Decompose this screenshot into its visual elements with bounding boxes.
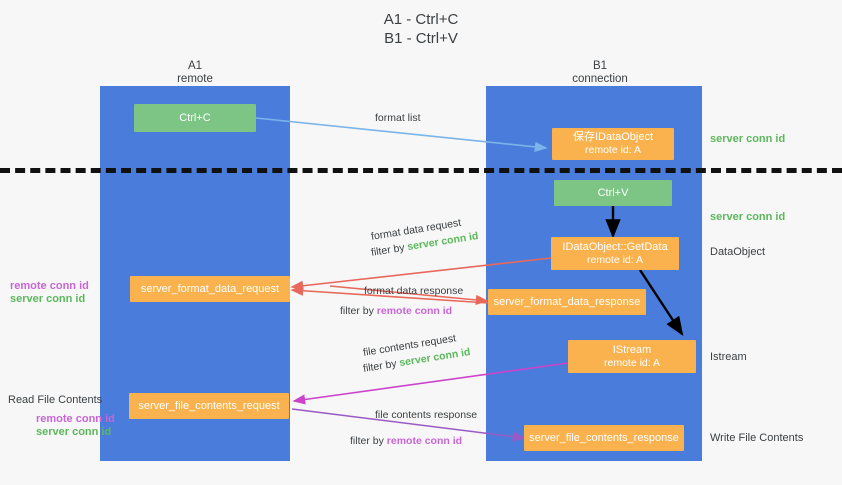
edge-label-file-contents-response-text: file contents response	[375, 409, 478, 421]
node-save-idataobject-line2: remote id: A	[584, 144, 642, 156]
column-header-right-name: B1	[592, 60, 608, 72]
column-header-right-role: connection	[572, 73, 628, 85]
edge-label-format-list: format list	[375, 111, 421, 125]
side-label-server-conn-id-lower: server conn id	[36, 426, 112, 438]
node-ctrl-c-label: Ctrl+C	[179, 111, 211, 124]
node-ctrl-c[interactable]: Ctrl+C	[134, 104, 256, 132]
node-server-file-contents-response-label: server_file_contents_response	[529, 431, 679, 444]
phase-divider	[0, 168, 842, 173]
node-server-file-contents-request[interactable]: server_file_contents_request	[129, 393, 289, 419]
node-idataobject-getdata-line2: remote id: A	[586, 253, 644, 266]
filter-key-remote-conn-id: remote conn id	[376, 305, 453, 317]
side-label-server-conn-id-upper: server conn id	[10, 293, 86, 305]
node-idataobject-getdata-line1: IDataObject::GetData	[562, 240, 668, 253]
node-ctrl-v-label: Ctrl+V	[597, 186, 629, 199]
node-istream-line1: IStream	[612, 343, 652, 356]
node-ctrl-v[interactable]: Ctrl+V	[554, 180, 672, 206]
node-save-idataobject-line1: 保存IDataObject	[572, 131, 654, 143]
column-header-left: A1 remote	[145, 60, 245, 86]
filter-prefix: filter by	[340, 305, 377, 317]
side-label-remote-conn-id-lower: remote conn id	[36, 413, 115, 425]
node-server-file-contents-response[interactable]: server_file_contents_response	[524, 425, 684, 451]
column-header-right: B1 connection	[545, 60, 655, 86]
filter-prefix: filter by	[370, 241, 409, 259]
filter-key-remote-conn-id: remote conn id	[386, 435, 463, 447]
node-idataobject-getdata[interactable]: IDataObject::GetData remote id: A	[551, 237, 679, 270]
diagram-title: A1 - Ctrl+C B1 - Ctrl+V	[383, 11, 459, 47]
column-header-left-name: A1	[187, 60, 203, 72]
side-label-write-file-contents: Write File Contents	[710, 432, 804, 444]
node-istream[interactable]: IStream remote id: A	[568, 340, 696, 373]
edge-label-file-contents-response-filter: filter by remote conn id	[350, 434, 462, 448]
side-label-remote-conn-id-upper: remote conn id	[10, 280, 89, 292]
side-label-read-file-contents: Read File Contents	[8, 394, 103, 406]
column-header-left-role: remote	[177, 73, 213, 85]
node-server-format-data-response[interactable]: server_format_data_response	[488, 289, 646, 315]
edge-label-format-data-response-filter: filter by remote conn id	[340, 304, 452, 318]
side-label-istream: Istream	[710, 351, 747, 363]
side-label-server-conn-id-mid: server conn id	[710, 211, 786, 223]
node-istream-line2: remote id: A	[603, 356, 661, 369]
side-label-server-conn-id-top: server conn id	[710, 133, 786, 145]
node-server-format-data-request[interactable]: server_format_data_request	[130, 276, 290, 302]
node-save-idataobject[interactable]: 保存IDataObject remote id: A	[552, 128, 674, 160]
edge-label-format-data-response-text: format data response	[364, 285, 464, 297]
node-server-format-data-response-label: server_format_data_response	[493, 295, 641, 308]
edge-label-file-contents-response: file contents response	[375, 408, 477, 422]
node-server-file-contents-request-label: server_file_contents_request	[138, 399, 280, 412]
node-server-format-data-request-label: server_format_data_request	[140, 282, 280, 295]
filter-prefix: filter by	[350, 435, 387, 447]
filter-prefix: filter by	[362, 357, 401, 375]
edge-label-format-list-text: format list	[375, 112, 421, 124]
side-label-dataobject: DataObject	[710, 246, 766, 258]
edge-label-format-data-response: format data response	[364, 284, 463, 298]
